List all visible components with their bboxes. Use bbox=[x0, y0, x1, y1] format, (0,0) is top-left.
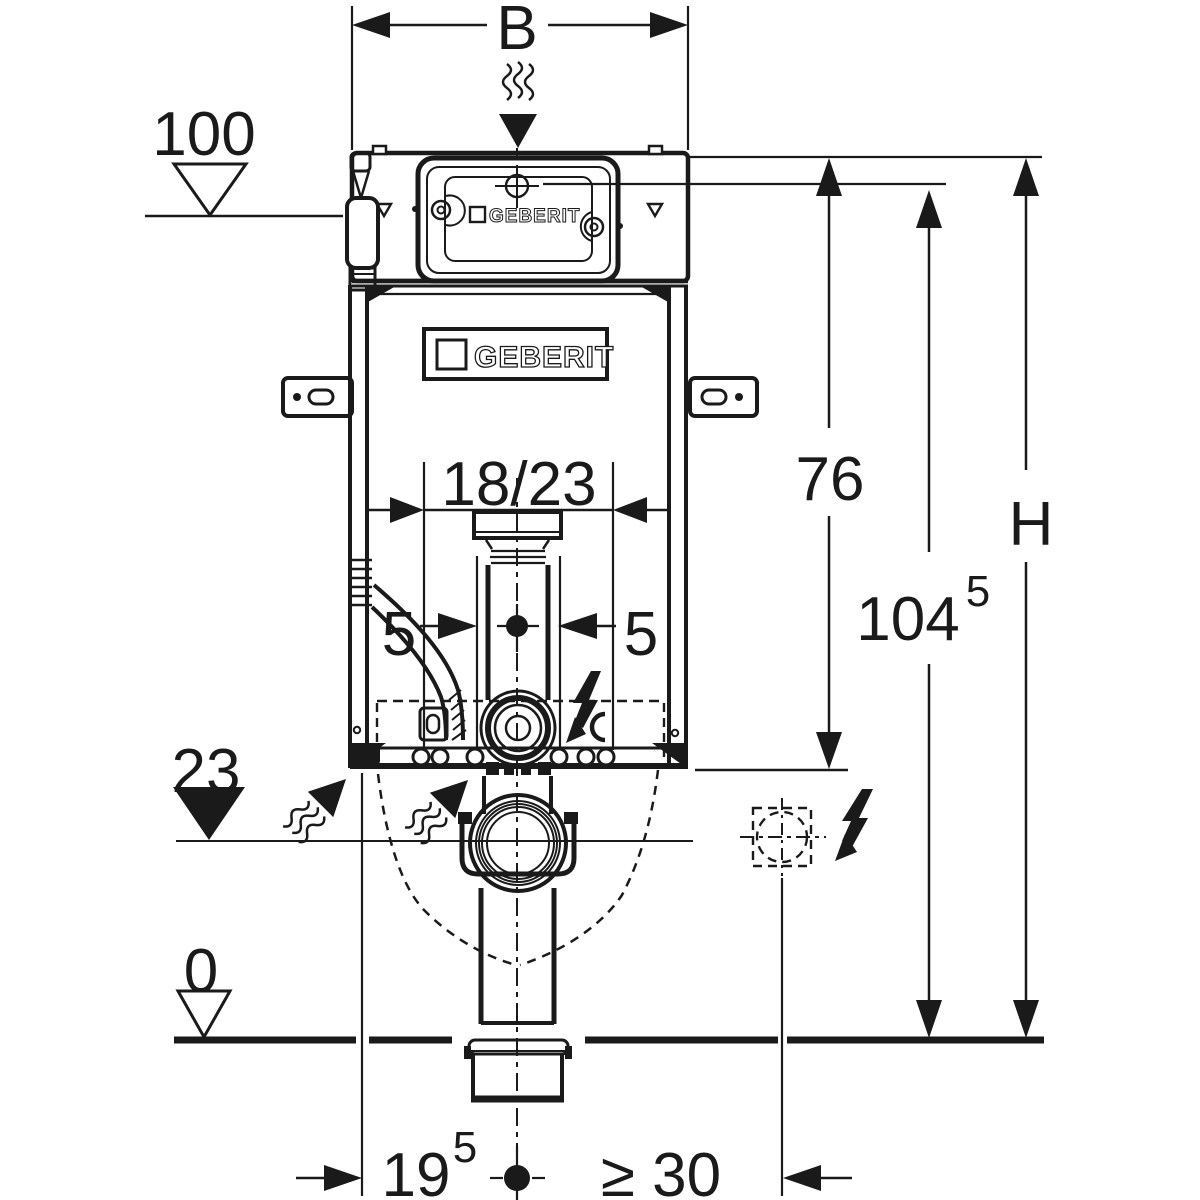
rivet-dot-right bbox=[617, 223, 623, 229]
flange-fixing-tabs bbox=[486, 762, 551, 775]
cover-tab-right bbox=[647, 144, 664, 156]
electrical-bolt-icon-external bbox=[835, 789, 873, 861]
panel-screw-right bbox=[579, 211, 605, 242]
flush-bend bbox=[472, 510, 563, 775]
level-0: 0 bbox=[175, 937, 233, 1041]
dimension-5-5: 5 5 bbox=[382, 556, 658, 750]
odor-arrow-top bbox=[499, 61, 537, 148]
target-crosshair-icon bbox=[495, 165, 539, 208]
dimension-b: B bbox=[350, 0, 690, 150]
panel-screw-left bbox=[430, 194, 466, 227]
frame-internals bbox=[370, 583, 664, 743]
brand-logo-frame-text: GEBERIT bbox=[474, 341, 614, 374]
mounting-bracket-left bbox=[281, 376, 354, 418]
ball-joint-rings bbox=[468, 793, 568, 893]
corner-gusset-right bbox=[640, 286, 668, 302]
cable-clip bbox=[589, 711, 606, 743]
level-100-label: 100 bbox=[152, 100, 255, 169]
clamp-slot bbox=[425, 713, 441, 735]
dimension-76-label: 76 bbox=[796, 445, 865, 514]
drain-hub bbox=[464, 1038, 572, 1103]
level-23: 23 bbox=[172, 737, 245, 840]
water-level-mark-right bbox=[645, 202, 665, 219]
supply-foot bbox=[349, 746, 380, 764]
dimension-h: H bbox=[1009, 158, 1054, 1038]
dimension-19-5-sup: 5 bbox=[453, 1123, 477, 1172]
frame-hole-left bbox=[352, 725, 362, 735]
supply-bellows bbox=[352, 558, 372, 607]
water-level-mark-left bbox=[374, 202, 394, 219]
brand-logo-panel-text: GEBERIT bbox=[489, 206, 580, 227]
rail-corner-right bbox=[652, 743, 688, 769]
dimension-18-23-label: 18/23 bbox=[441, 450, 596, 519]
rivet-dot-left bbox=[412, 206, 418, 212]
flush-bend-flange bbox=[479, 689, 557, 767]
level-0-triangle bbox=[175, 989, 233, 1041]
frame-hole-right bbox=[670, 728, 680, 738]
rail-mounting-holes bbox=[411, 747, 616, 767]
clamp-plate bbox=[418, 706, 449, 742]
cover-tab-left bbox=[371, 144, 388, 156]
brand-logo-panel: GEBERIT bbox=[468, 206, 580, 228]
hose-corrugation-hatch bbox=[448, 689, 467, 741]
dimension-104-label: 104 bbox=[856, 585, 959, 654]
dimension-19-5-label: 19 bbox=[382, 1141, 451, 1200]
dimension-5-right-label: 5 bbox=[624, 600, 658, 669]
dimension-b-label: B bbox=[496, 0, 537, 63]
dimension-min-30-label: ≥ 30 bbox=[601, 1141, 721, 1200]
odor-arrow-bottom-left bbox=[282, 779, 346, 844]
electrical-connection-box bbox=[751, 789, 873, 868]
mounting-bracket-right bbox=[688, 376, 759, 418]
dimension-h-label: H bbox=[1009, 490, 1054, 559]
electrical-bolt-icon-internal bbox=[566, 671, 601, 743]
dimension-5-left-label: 5 bbox=[382, 600, 416, 669]
dimension-104-5: 104 5 bbox=[856, 190, 990, 1038]
dimension-bottom: 19 5 ≥ 30 bbox=[296, 773, 852, 1200]
brand-logo-frame: GEBERIT bbox=[422, 327, 614, 381]
centerlines bbox=[176, 478, 826, 1196]
reference-lines-top bbox=[543, 155, 1042, 186]
level-100: 100 bbox=[145, 100, 343, 218]
drain-assembly bbox=[458, 776, 578, 1103]
dimension-76: 76 bbox=[695, 158, 865, 772]
access-panel: GEBERIT bbox=[374, 155, 665, 284]
level-23-triangle bbox=[173, 787, 245, 840]
level-100-triangle bbox=[171, 162, 249, 218]
supply-valve-assembly bbox=[345, 151, 380, 764]
dimension-18-23: 18/23 bbox=[366, 450, 667, 750]
dimension-104-sup: 5 bbox=[966, 567, 990, 616]
